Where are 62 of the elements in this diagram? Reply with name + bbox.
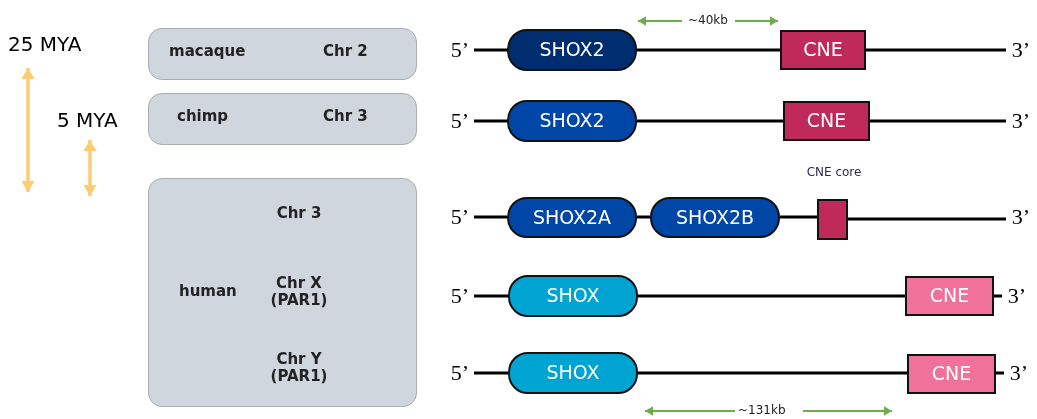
chromosome-label: Chr Y (PAR1)	[269, 351, 329, 386]
cne-box	[780, 30, 866, 70]
gene-box	[508, 275, 638, 317]
chromosome-line	[848, 217, 1006, 221]
strand-end-label: 5’	[446, 105, 474, 137]
strand-end-label: 3’	[1006, 201, 1036, 233]
chromosome-line	[994, 294, 1002, 298]
strand-end-label: 3’	[1006, 105, 1036, 137]
chromosome-label: Chr X (PAR1)	[269, 275, 329, 310]
cne-label: CNE	[930, 363, 973, 385]
species-box	[148, 28, 417, 80]
chromosome-line	[866, 48, 1006, 52]
species-name: chimp	[177, 108, 229, 126]
chromosome-line	[474, 294, 508, 298]
strand-end-label: 5’	[446, 34, 474, 66]
cne-label: CNE	[802, 39, 844, 61]
chromosome-line	[474, 215, 507, 219]
species-name: human	[179, 283, 237, 301]
strand-end-label: 5’	[446, 357, 474, 389]
cne-box	[783, 101, 870, 141]
chromosome-line	[474, 48, 507, 52]
time-label: 25 MYA	[8, 32, 82, 56]
distance-label: ~40kb	[688, 13, 728, 27]
gene-label: SHOX2	[538, 39, 606, 61]
gene-box	[508, 352, 638, 394]
cne-label: CNE	[805, 110, 848, 132]
cne-box	[905, 276, 994, 316]
cne-box	[907, 354, 996, 394]
chromosome-label: Chr 3	[275, 205, 323, 223]
chromosome-line	[638, 294, 905, 298]
chromosome-line	[637, 119, 783, 123]
distance-label: ~131kb	[738, 403, 786, 417]
chromosome-line	[638, 371, 907, 375]
strand-end-label: 5’	[446, 280, 474, 312]
strand-end-label: 3’	[1006, 34, 1036, 66]
gene-box	[507, 29, 637, 71]
species-box	[148, 93, 417, 145]
chromosome-line	[996, 371, 1004, 375]
chromosome-line	[474, 371, 508, 375]
species-name: macaque	[169, 43, 246, 61]
strand-end-label: 5’	[446, 201, 474, 233]
gene-box	[507, 100, 637, 142]
gene-label: SHOX2B	[674, 206, 756, 229]
chromosome-label: Chr 2	[323, 43, 368, 61]
gene-label: SHOX	[545, 362, 601, 384]
cne-core-label: CNE core	[805, 166, 863, 180]
chromosome-label: Chr 3	[323, 108, 368, 126]
time-label: 5 MYA	[57, 108, 118, 132]
gene-label: SHOX	[545, 285, 601, 307]
gene-label: SHOX2	[538, 110, 606, 132]
species-box	[148, 178, 417, 407]
chromosome-line	[474, 119, 507, 123]
chromosome-line	[637, 48, 780, 52]
gene-box	[650, 197, 780, 238]
strand-end-label: 3’	[1004, 357, 1034, 389]
chromosome-line	[637, 215, 650, 219]
gene-label: SHOX2A	[531, 206, 613, 229]
cne-label: CNE	[928, 285, 971, 307]
chromosome-line	[780, 215, 817, 219]
gene-box	[507, 197, 637, 238]
strand-end-label: 3’	[1002, 280, 1032, 312]
chromosome-line	[870, 119, 1006, 123]
